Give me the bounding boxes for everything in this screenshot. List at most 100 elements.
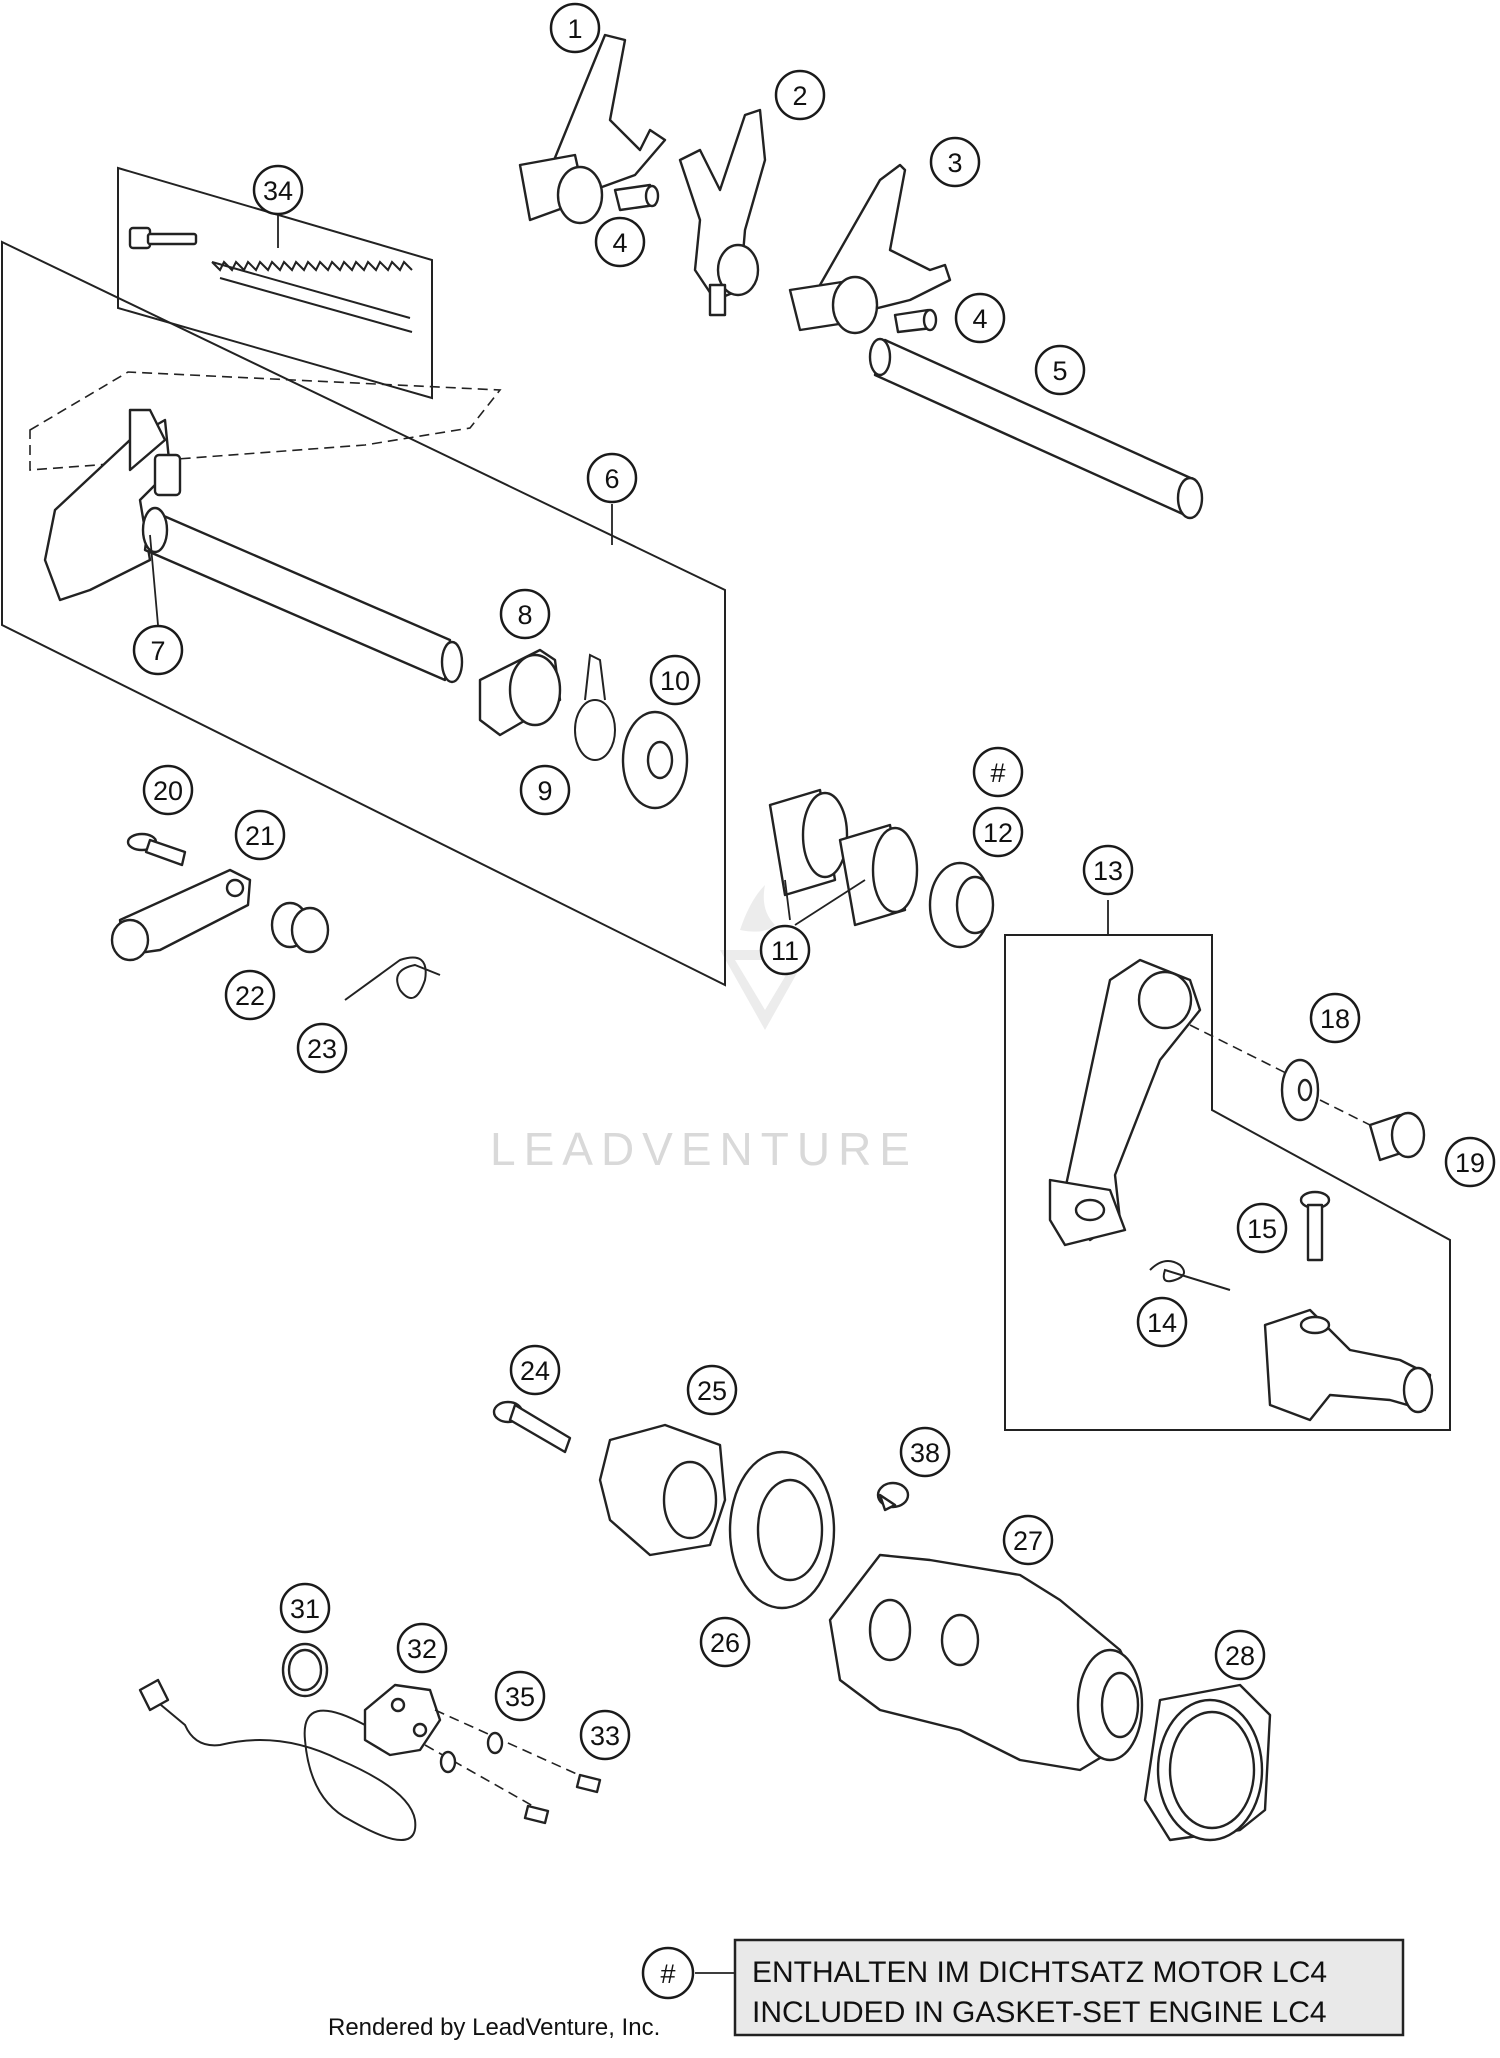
- callout-label: 35: [505, 1682, 535, 1712]
- callout-hash: #: [972, 746, 1024, 798]
- dash-18: [1189, 1024, 1301, 1081]
- callout-1: 1: [549, 2, 601, 54]
- note-line-1: ENTHALTEN IM DICHTSATZ MOTOR LC4: [752, 1956, 1327, 1989]
- part-footpeg-13: [1263, 1308, 1434, 1422]
- callout-circle: [972, 806, 1024, 858]
- callout-label: 22: [235, 981, 265, 1011]
- part-o-ring-31: [281, 1642, 329, 1698]
- note-box: ENTHALTEN IM DICHTSATZ MOTOR LC4 INCLUDE…: [733, 1938, 1405, 2037]
- callout-label: 34: [263, 176, 293, 206]
- callout-22: 22: [224, 969, 276, 1021]
- callout-circle: [234, 809, 286, 861]
- callout-31: 31: [279, 1582, 331, 1634]
- callout-label: 14: [1147, 1308, 1177, 1338]
- callout-label: 12: [983, 818, 1013, 848]
- callout-15: 15: [1236, 1202, 1288, 1254]
- callout-label: 27: [1013, 1526, 1043, 1556]
- callout-label: 26: [710, 1628, 740, 1658]
- part-roller-22: [270, 901, 330, 954]
- callout-label: 31: [290, 1594, 320, 1624]
- callout-circle: [699, 1616, 751, 1668]
- callout-circle: [1034, 344, 1086, 396]
- part-washer-35: [439, 1731, 504, 1774]
- part-serrated-washer-18: [1280, 1058, 1320, 1122]
- callout-circle: [509, 1344, 561, 1396]
- part-shift-lever-13: [1048, 958, 1202, 1247]
- leader-11: [784, 879, 866, 926]
- part-shift-drum-locating-25: [598, 1423, 727, 1557]
- callout-label: 33: [590, 1721, 620, 1751]
- callout-14: 14: [1136, 1296, 1188, 1348]
- callout-circle: [686, 1364, 738, 1416]
- part-bolt-19: [1368, 1111, 1426, 1162]
- callout-circle: [586, 452, 638, 504]
- callout-label: 13: [1093, 856, 1123, 886]
- callout-circle: [519, 764, 571, 816]
- callout-23: 23: [296, 1022, 348, 1074]
- callout-8: 8: [499, 588, 551, 640]
- part-bearing-11a: [768, 788, 849, 897]
- callout-2: 2: [774, 69, 826, 121]
- callout-circle: [132, 624, 184, 676]
- callout-7: 7: [132, 624, 184, 676]
- part-shift-fork-3: [788, 163, 952, 335]
- callout-circle: [252, 164, 304, 216]
- callout-10: 10: [649, 654, 701, 706]
- callout-label: 10: [660, 666, 690, 696]
- part-pin-4b: [893, 308, 938, 334]
- part-screw-38: [876, 1481, 910, 1512]
- callout-circle: [1444, 1136, 1496, 1188]
- callout-circle: [1002, 1514, 1054, 1566]
- callout-circle: [1236, 1202, 1288, 1254]
- callout-label: 38: [910, 1438, 940, 1468]
- note-symbol: #: [641, 1946, 695, 2000]
- callout-circle: [972, 746, 1024, 798]
- callout-circle: [929, 136, 981, 188]
- callout-34: 34: [252, 164, 304, 216]
- callout-38: 38: [899, 1426, 951, 1478]
- part-spring-14: [1149, 1260, 1231, 1291]
- callout-11: 11: [759, 924, 811, 976]
- leader-7: [149, 534, 159, 626]
- callout-circle: [649, 654, 701, 706]
- part-bearing-11b: [838, 823, 919, 927]
- part-washer-10: [621, 710, 689, 810]
- part-bearing-28: [1143, 1683, 1272, 1842]
- part-fork-rod-5: [868, 337, 1204, 520]
- callout-4: 4: [594, 216, 646, 268]
- shift-shaft-panel: [1, 240, 726, 987]
- callouts: 1234453467891020212223#12111318191514242…: [132, 2, 1496, 1761]
- callout-label: 18: [1320, 1004, 1350, 1034]
- callout-circle: [224, 969, 276, 1021]
- callout-label: 5: [1052, 356, 1067, 386]
- callout-18: 18: [1309, 992, 1361, 1044]
- callout-27: 27: [1002, 1514, 1054, 1566]
- callout-circle: [296, 1022, 348, 1074]
- callout-19: 19: [1444, 1136, 1496, 1188]
- callout-label: 28: [1225, 1641, 1255, 1671]
- part-shift-drum-27: [828, 1553, 1144, 1772]
- callout-circle: [499, 588, 551, 640]
- callout-3: 3: [929, 136, 981, 188]
- callout-label: 3: [947, 148, 962, 178]
- note-symbol-circle: [641, 1946, 695, 2000]
- callout-21: 21: [234, 809, 286, 861]
- callout-25: 25: [686, 1364, 738, 1416]
- callout-label: 23: [307, 1034, 337, 1064]
- callout-circle: [774, 69, 826, 121]
- callout-label: 15: [1247, 1214, 1277, 1244]
- part-shift-shaft-7: [43, 408, 464, 684]
- part-spring-34: [211, 260, 413, 333]
- callout-label: 2: [792, 81, 807, 111]
- callout-circle: [1214, 1629, 1266, 1681]
- credit-text: Rendered by LeadVenture, Inc.: [328, 2014, 660, 2041]
- callout-circle: [1136, 1296, 1188, 1348]
- callout-label: 20: [153, 776, 183, 806]
- shift-lever-panel: [1004, 934, 1451, 1431]
- part-bearing-26: [728, 1450, 836, 1610]
- part-bolt-20: [126, 832, 187, 867]
- callout-label: 7: [150, 636, 165, 666]
- callout-label: 4: [972, 304, 987, 334]
- callout-label: 9: [537, 776, 552, 806]
- callout-label: 11: [771, 936, 799, 966]
